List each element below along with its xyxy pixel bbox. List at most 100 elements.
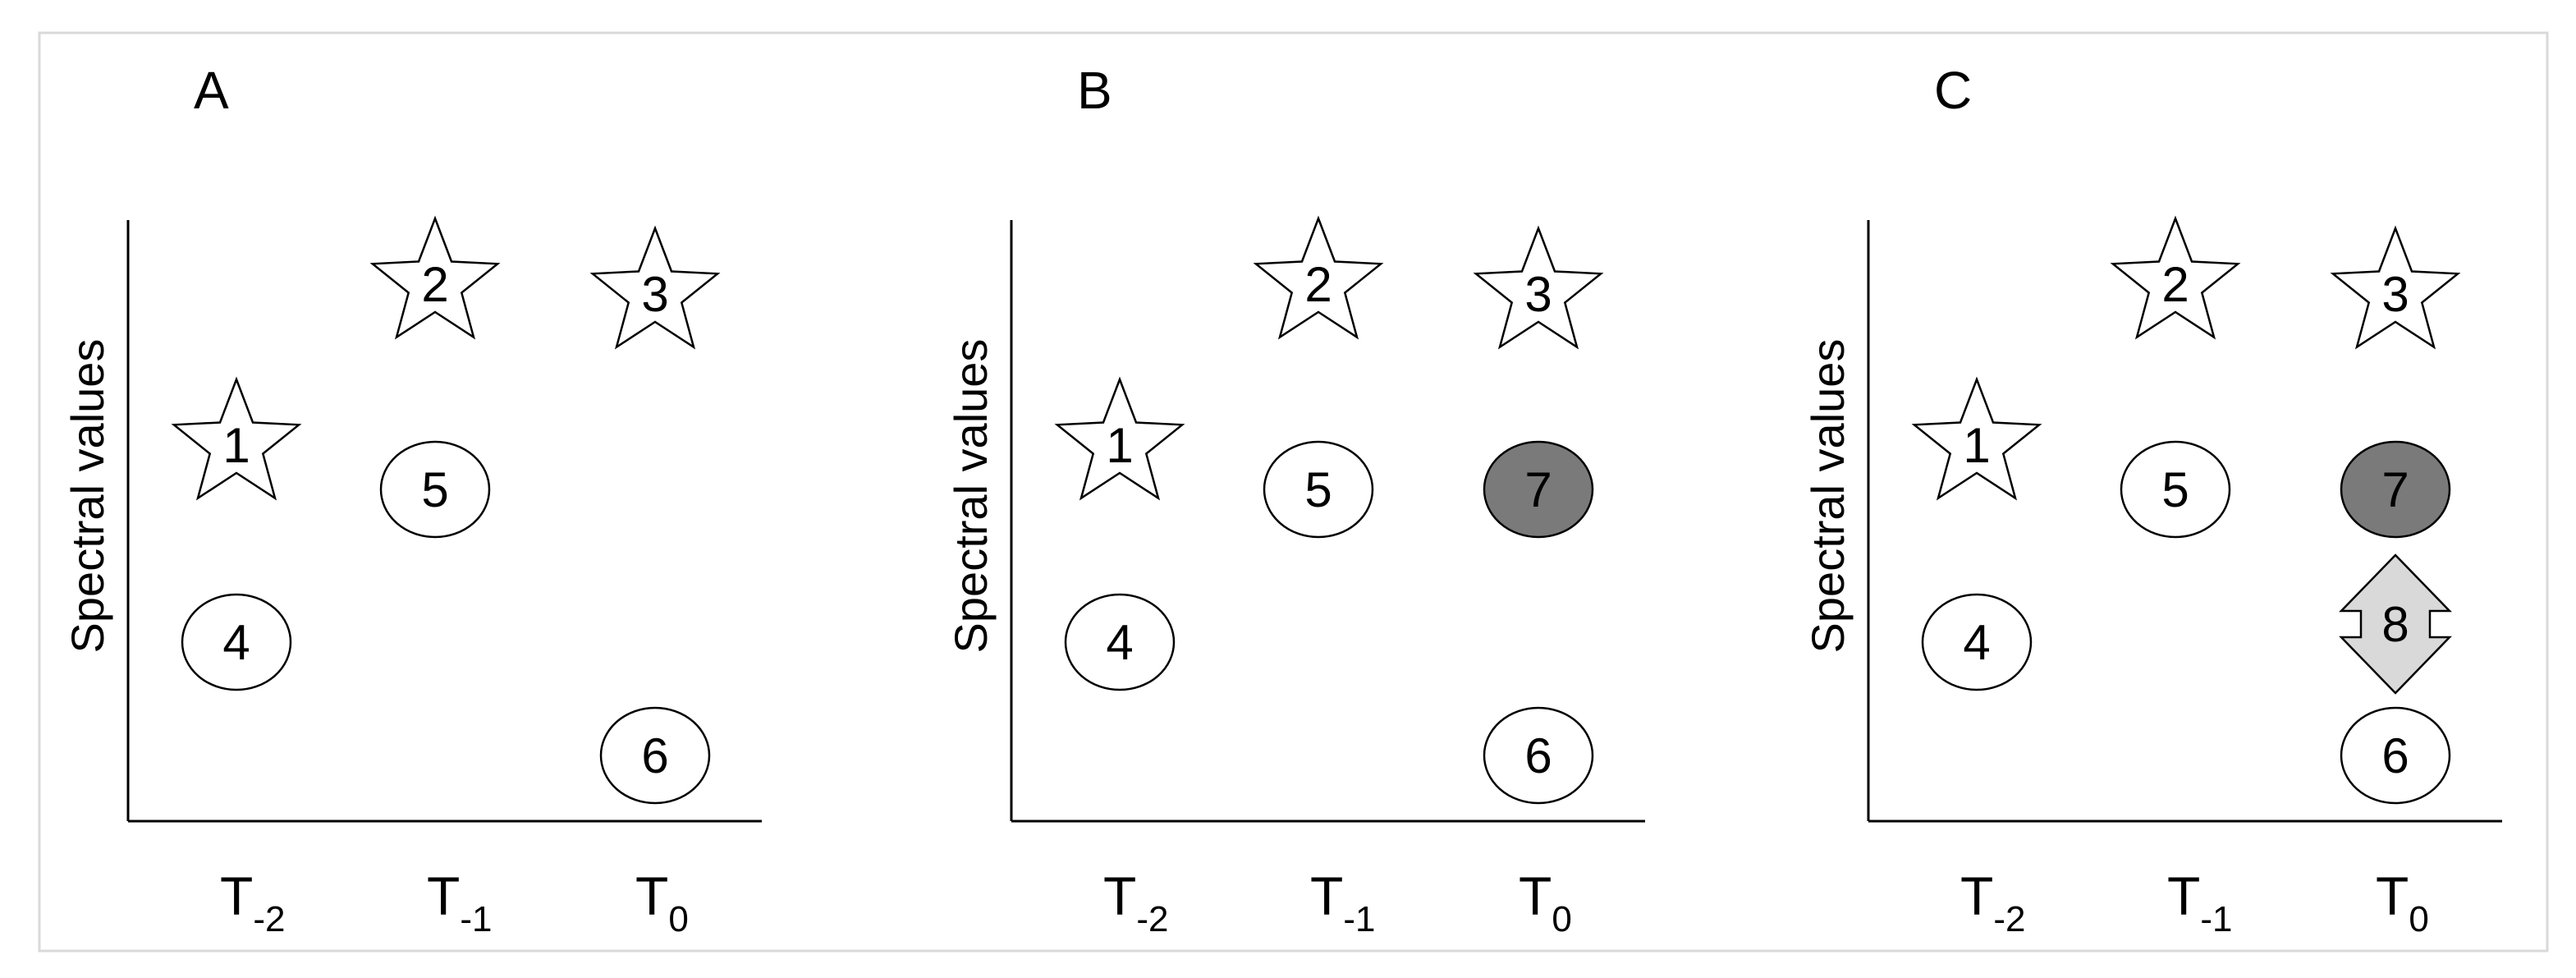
y-axis-label: Spectral values xyxy=(62,339,113,654)
symbol-ellipse-5: 5 xyxy=(2120,440,2231,539)
tick-subscript: -1 xyxy=(460,899,492,939)
tick-subscript: 0 xyxy=(2409,899,2428,939)
tick-base: T xyxy=(1310,866,1343,926)
star-icon xyxy=(369,215,501,340)
symbol-ellipse-4: 4 xyxy=(181,593,292,691)
x-tick-label: T0 xyxy=(635,866,689,939)
symbol-label: 3 xyxy=(641,267,668,322)
symbol-star-3: 3 xyxy=(589,225,721,350)
panel-letter: C xyxy=(1934,61,1972,120)
symbol-ellipse-4: 4 xyxy=(1921,593,2033,691)
symbol-star-1: 1 xyxy=(1911,376,2042,501)
ellipse-icon xyxy=(1263,440,1374,539)
star-icon xyxy=(1473,225,1604,350)
symbol-ellipse-7: 7 xyxy=(2340,440,2451,539)
symbol-label: 7 xyxy=(2381,462,2409,517)
x-tick-label: T-1 xyxy=(1310,866,1375,939)
symbol-label: 3 xyxy=(2381,267,2409,322)
symbol-label: 2 xyxy=(1304,257,1332,312)
x-tick-label: T-2 xyxy=(1960,866,2025,939)
symbol-label: 8 xyxy=(2381,597,2409,652)
star-icon xyxy=(1054,376,1185,501)
star-icon xyxy=(2110,215,2241,340)
panel-letter: A xyxy=(194,61,229,120)
tick-base: T xyxy=(220,866,253,926)
symbol-star-3: 3 xyxy=(1473,225,1604,350)
symbol-ellipse-5: 5 xyxy=(379,440,491,539)
symbol-star-3: 3 xyxy=(2330,225,2461,350)
ellipse-icon xyxy=(2120,440,2231,539)
tick-subscript: 0 xyxy=(1552,899,1571,939)
symbol-star-1: 1 xyxy=(171,376,302,501)
symbol-ellipse-4: 4 xyxy=(1064,593,1176,691)
star-icon xyxy=(171,376,302,501)
ellipse-icon xyxy=(1064,593,1176,691)
ellipse-icon xyxy=(2340,706,2451,805)
x-tick-label: T0 xyxy=(1519,866,1572,939)
x-tick-label: T-1 xyxy=(2167,866,2232,939)
symbol-ellipse-5: 5 xyxy=(1263,440,1374,539)
star-icon xyxy=(589,225,721,350)
tick-base: T xyxy=(2376,866,2409,926)
symbol-label: 6 xyxy=(641,728,668,783)
symbol-ellipse-7: 7 xyxy=(1483,440,1594,539)
x-tick-label: T0 xyxy=(2376,866,2429,939)
symbol-label: 1 xyxy=(1963,418,1990,473)
x-tick-label: T-2 xyxy=(220,866,285,939)
symbol-star-2: 2 xyxy=(1253,215,1384,340)
symbol-label: 2 xyxy=(421,257,448,312)
ellipse-icon xyxy=(379,440,491,539)
ellipse-icon xyxy=(1921,593,2033,691)
tick-base: T xyxy=(427,866,460,926)
symbol-label: 6 xyxy=(2381,728,2409,783)
symbol-label: 1 xyxy=(222,418,250,473)
symbol-label: 4 xyxy=(222,615,250,670)
symbol-label: 2 xyxy=(2161,257,2189,312)
symbol-label: 5 xyxy=(2161,462,2189,517)
tick-subscript: -2 xyxy=(1993,899,2025,939)
star-icon xyxy=(2330,225,2461,350)
x-tick-label: T-1 xyxy=(427,866,492,939)
tick-base: T xyxy=(1960,866,1993,926)
symbol-label: 5 xyxy=(421,462,448,517)
star-icon xyxy=(1253,215,1384,340)
tick-subscript: -1 xyxy=(1343,899,1375,939)
symbol-label: 4 xyxy=(1963,615,1990,670)
ellipse-icon xyxy=(1483,440,1594,539)
symbol-star-2: 2 xyxy=(369,215,501,340)
y-axis-label: Spectral values xyxy=(945,339,997,654)
tick-subscript: -2 xyxy=(253,899,285,939)
tick-subscript: 0 xyxy=(668,899,688,939)
symbol-star-2: 2 xyxy=(2110,215,2241,340)
tick-base: T xyxy=(2167,866,2200,926)
x-tick-label: T-2 xyxy=(1103,866,1168,939)
star-icon xyxy=(1911,376,2042,501)
symbol-label: 3 xyxy=(1524,267,1552,322)
tick-base: T xyxy=(635,866,668,926)
ellipse-icon xyxy=(2340,440,2451,539)
symbol-double-arrow-8: 8 xyxy=(2339,553,2452,695)
symbol-label: 4 xyxy=(1106,615,1133,670)
tick-base: T xyxy=(1103,866,1136,926)
symbol-ellipse-6: 6 xyxy=(1483,706,1594,805)
tick-base: T xyxy=(1519,866,1552,926)
symbol-label: 1 xyxy=(1106,418,1133,473)
ellipse-icon xyxy=(1483,706,1594,805)
symbol-ellipse-6: 6 xyxy=(599,706,711,805)
ellipse-icon xyxy=(599,706,711,805)
panel-letter: B xyxy=(1077,61,1112,120)
tick-subscript: -1 xyxy=(2200,899,2232,939)
symbol-star-1: 1 xyxy=(1054,376,1185,501)
symbol-label: 5 xyxy=(1304,462,1332,517)
symbol-ellipse-6: 6 xyxy=(2340,706,2451,805)
symbol-label: 7 xyxy=(1524,462,1552,517)
y-axis-label: Spectral values xyxy=(1802,339,1854,654)
double-arrow-icon xyxy=(2339,553,2452,695)
tick-subscript: -2 xyxy=(1136,899,1168,939)
ellipse-icon xyxy=(181,593,292,691)
